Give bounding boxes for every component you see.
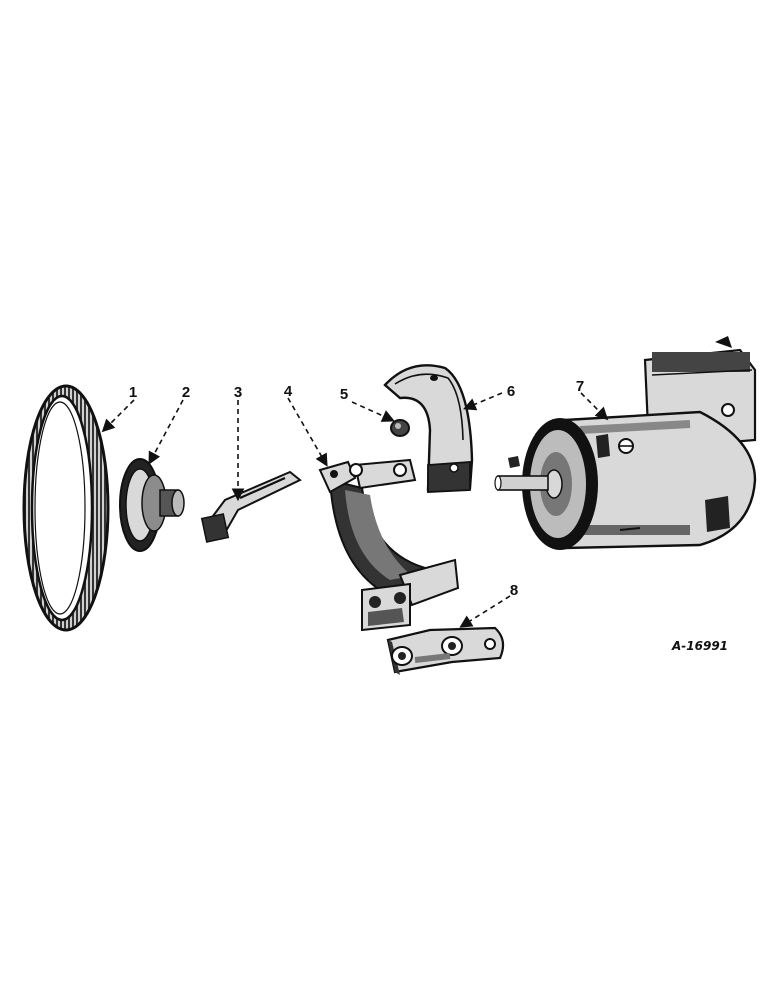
callout-5: 5 bbox=[340, 386, 348, 403]
callout-7: 7 bbox=[576, 378, 584, 395]
leader-7 bbox=[580, 392, 609, 421]
callout-1: 1 bbox=[129, 384, 137, 401]
callout-6: 6 bbox=[507, 383, 515, 400]
adjusting-strap-part bbox=[200, 470, 302, 543]
clamp-band-part bbox=[383, 364, 474, 493]
callout-3: 3 bbox=[234, 384, 242, 401]
callout-2: 2 bbox=[182, 384, 190, 401]
figure-id: A-16991 bbox=[671, 639, 728, 653]
leader-2 bbox=[148, 399, 184, 465]
leader-lines bbox=[101, 392, 609, 628]
callout-8: 8 bbox=[510, 582, 518, 599]
leader-4 bbox=[287, 397, 328, 467]
pulley-part bbox=[119, 458, 185, 552]
callout-labels: 1 2 3 4 5 6 7 8 bbox=[129, 378, 584, 599]
leader-6 bbox=[463, 392, 503, 411]
leader-5 bbox=[351, 401, 395, 422]
nut-part bbox=[390, 419, 410, 437]
leader-8 bbox=[459, 595, 511, 628]
callout-4: 4 bbox=[284, 383, 293, 400]
mounting-bracket-part bbox=[318, 458, 460, 632]
generator-part bbox=[494, 336, 757, 550]
support-bracket-part bbox=[386, 626, 505, 675]
leader-1 bbox=[101, 399, 135, 433]
belt-part bbox=[22, 384, 110, 632]
